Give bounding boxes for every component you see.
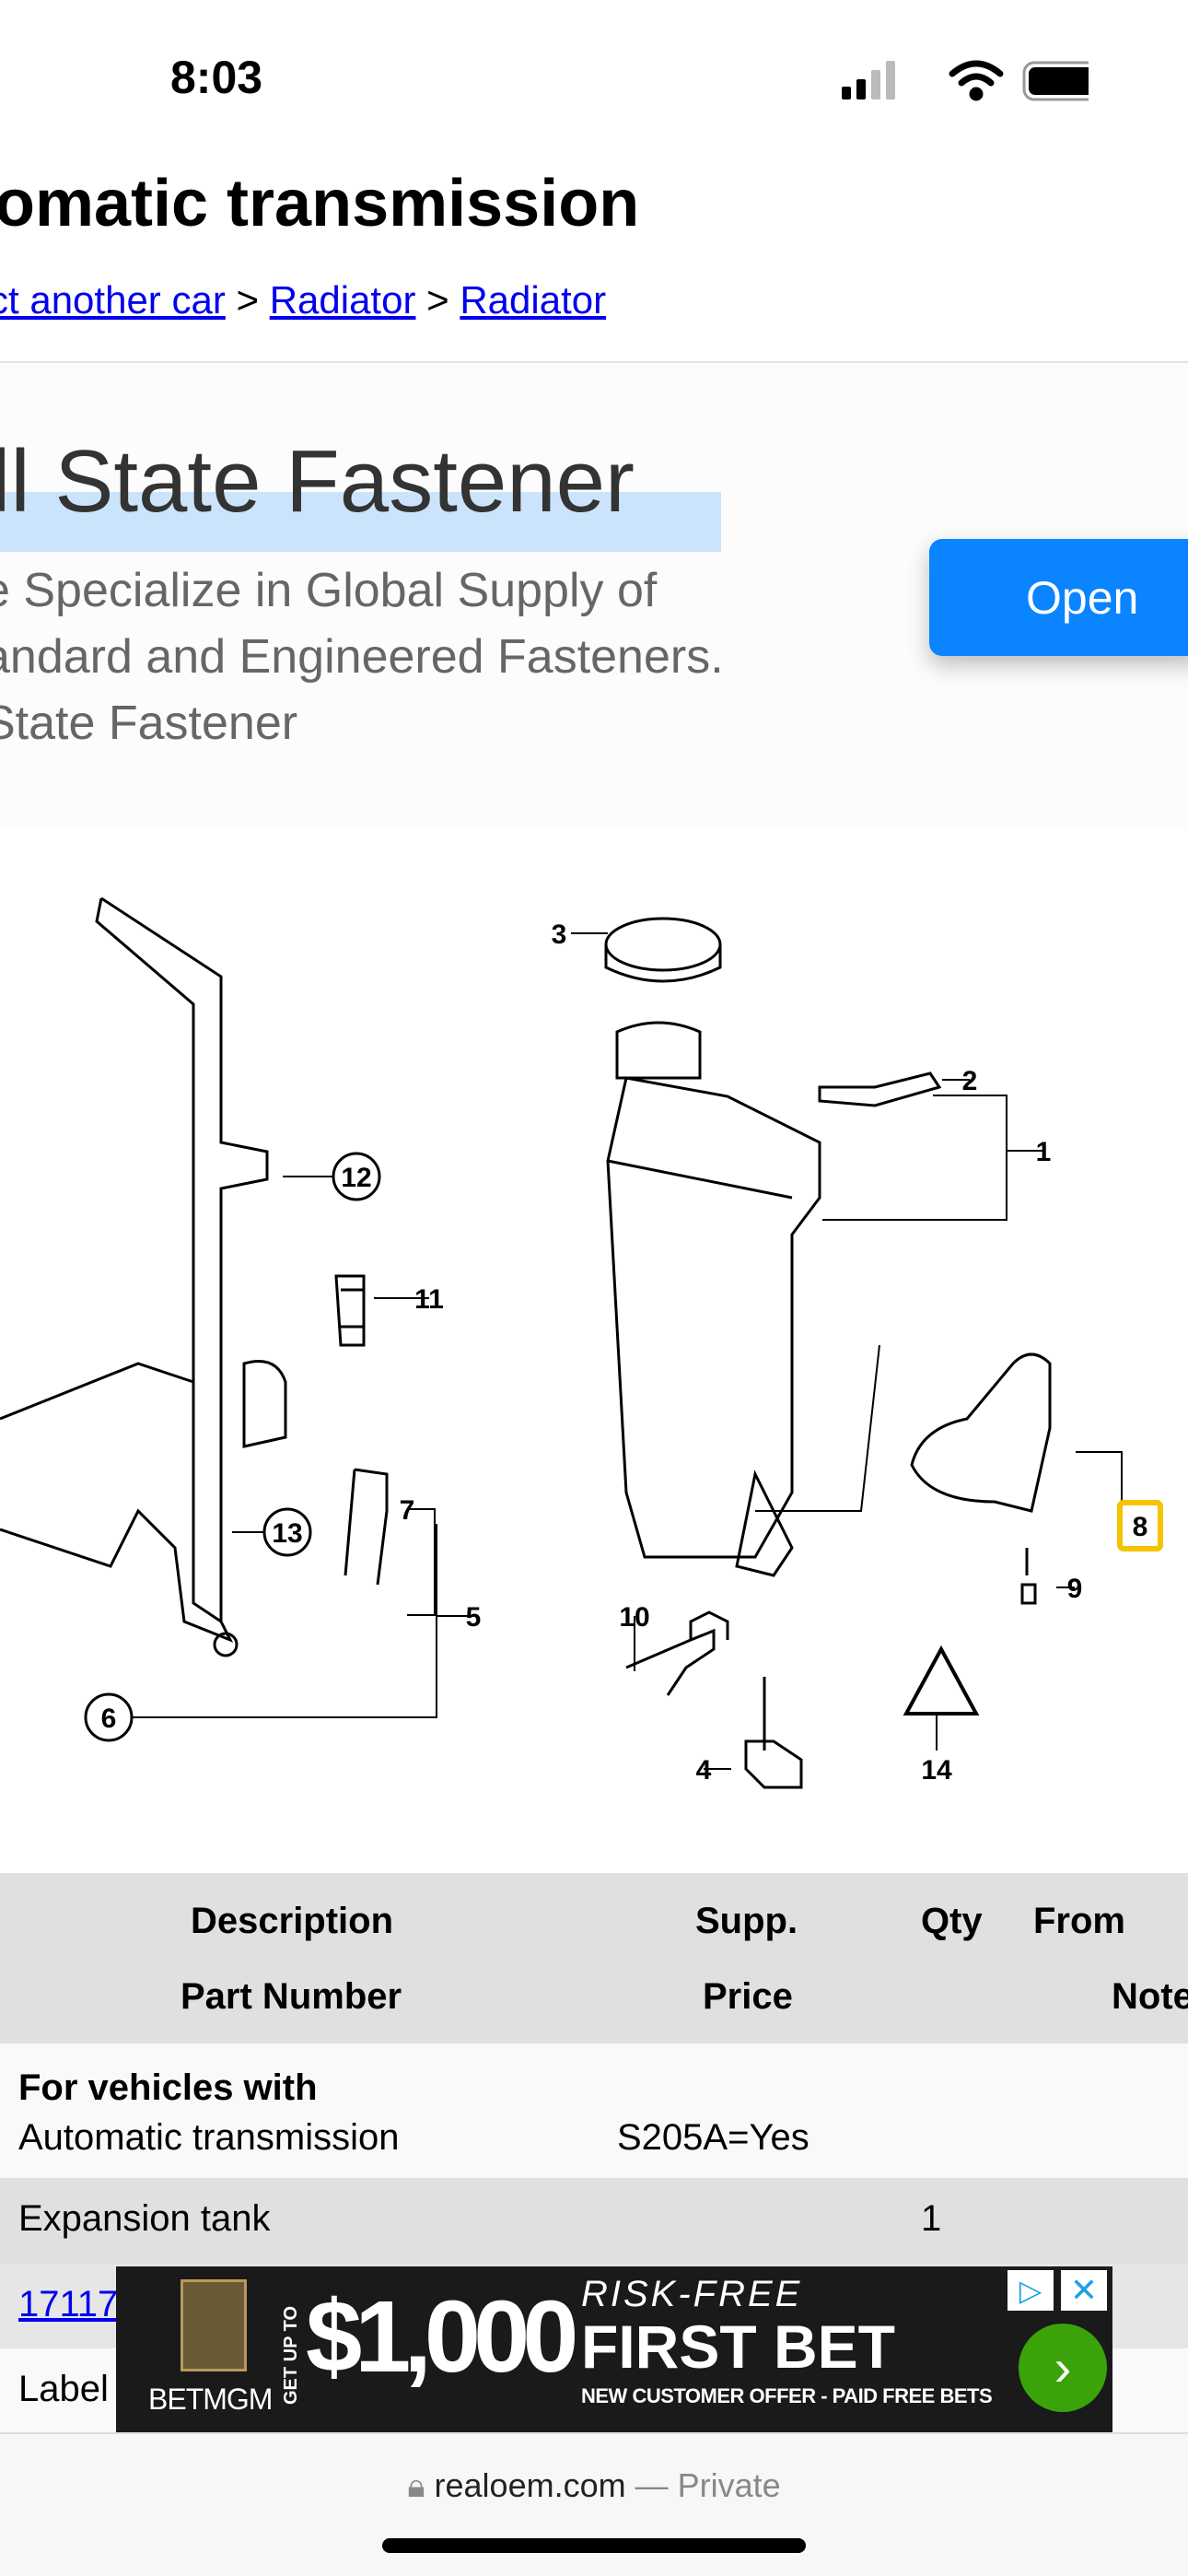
ad-first-bet: FIRST BET bbox=[581, 2313, 895, 2381]
row-group-title: For vehicles with bbox=[18, 2067, 318, 2108]
callout-9[interactable]: 9 bbox=[1067, 1574, 1083, 1604]
betmgm-ad[interactable]: BETMGM GET UP TO $1,000 RISK-FREE FIRST … bbox=[116, 2266, 1112, 2432]
home-indicator[interactable] bbox=[382, 2538, 806, 2553]
ad-title[interactable]: ll State Fastener bbox=[0, 432, 635, 531]
callout-10[interactable]: 10 bbox=[619, 1602, 649, 1633]
header-qty: Qty bbox=[921, 1901, 983, 1941]
header-part-number: Part Number bbox=[181, 1976, 402, 2017]
header-price: Price bbox=[703, 1976, 793, 2017]
radiator-bracket-drawing bbox=[0, 896, 389, 1657]
header-description: Description bbox=[191, 1901, 394, 1941]
status-icons bbox=[842, 60, 1089, 101]
text-selection-highlight bbox=[0, 492, 721, 552]
table-row: Expansion tank 1 bbox=[0, 2178, 1188, 2264]
page-title: tomatic transmission bbox=[0, 167, 640, 240]
ad-get-up-to: GET UP TO bbox=[281, 2305, 301, 2405]
ad-arrow-button[interactable]: › bbox=[1019, 2324, 1107, 2412]
private-label: — Private bbox=[635, 2466, 781, 2504]
callout-8[interactable]: 8 bbox=[1133, 1512, 1148, 1542]
ad-offer: NEW CUSTOMER OFFER - PAID FREE BETS bbox=[581, 2384, 993, 2407]
callout-14[interactable]: 14 bbox=[921, 1755, 952, 1786]
callout-1[interactable]: 1 bbox=[1036, 1137, 1052, 1167]
ad-open-button[interactable]: Open bbox=[929, 539, 1188, 656]
ad-brand: BETMGM bbox=[148, 2383, 273, 2416]
header-from: From bbox=[1033, 1901, 1125, 1941]
ad-close-icon[interactable]: ✕ bbox=[1061, 2270, 1107, 2311]
breadcrumb: ct another car > Radiator > Radiator bbox=[0, 278, 606, 322]
cell-supp: S205A=Yes bbox=[617, 2117, 809, 2158]
breadcrumb-radiator-sub[interactable]: Radiator bbox=[460, 278, 607, 322]
wifi-icon bbox=[949, 60, 1004, 101]
ad-risk-free: RISK-FREE bbox=[581, 2274, 803, 2314]
table-row: For vehicles with Automatic transmission… bbox=[0, 2043, 1188, 2178]
signal-icon bbox=[842, 61, 895, 100]
expansion-tank-drawing bbox=[604, 917, 1052, 1789]
divider bbox=[0, 361, 1188, 363]
cell-description: Label bbox=[18, 2369, 109, 2409]
callout-11[interactable]: 11 bbox=[414, 1284, 444, 1315]
url-domain: realoem.com bbox=[434, 2466, 626, 2504]
ad-line: andard and Engineered Fasteners. bbox=[0, 630, 724, 684]
ad-line: State Fastener bbox=[0, 697, 298, 750]
leader-lines bbox=[133, 932, 1140, 1770]
lock-icon: 🔒︎ bbox=[407, 2466, 425, 2504]
part-number-link[interactable]: 17117 bbox=[18, 2284, 119, 2324]
callout-7[interactable]: 7 bbox=[400, 1495, 415, 1526]
callout-12[interactable]: 12 bbox=[341, 1163, 371, 1193]
callouts: 3 2 1 12 11 13 7 5 6 8 9 10 4 14 bbox=[84, 919, 1163, 1786]
header-supp: Supp. bbox=[695, 1901, 798, 1941]
breadcrumb-select-car[interactable]: ct another car bbox=[0, 278, 226, 322]
cell-qty: 1 bbox=[921, 2198, 942, 2239]
betmgm-lion-logo bbox=[181, 2279, 247, 2371]
cell-description: Expansion tank bbox=[18, 2198, 271, 2239]
callout-4[interactable]: 4 bbox=[696, 1755, 712, 1786]
cell-description: Automatic transmission bbox=[18, 2117, 400, 2158]
callout-3[interactable]: 3 bbox=[552, 919, 567, 950]
table-header-row: Description Supp. Qty From bbox=[0, 1873, 1188, 1958]
header-note: Note bbox=[1112, 1976, 1188, 2017]
callout-2[interactable]: 2 bbox=[962, 1066, 978, 1096]
parts-diagram: 3 2 1 12 11 13 7 5 6 8 9 10 4 14 bbox=[0, 896, 1163, 1789]
callout-5[interactable]: 5 bbox=[466, 1602, 482, 1633]
callout-13[interactable]: 13 bbox=[272, 1518, 302, 1549]
url-display[interactable]: 🔒︎ realoem.com — Private bbox=[0, 2466, 1188, 2506]
table-header-row: Part Number Price Note bbox=[0, 1958, 1188, 2043]
callout-6[interactable]: 6 bbox=[101, 1704, 117, 1734]
ad-amount: $1,000 bbox=[306, 2280, 578, 2394]
battery-icon bbox=[1022, 61, 1089, 101]
status-time: 8:03 bbox=[170, 52, 263, 103]
breadcrumb-radiator[interactable]: Radiator bbox=[269, 278, 416, 322]
adchoices-icon[interactable]: ▷ bbox=[1007, 2270, 1054, 2311]
ad-line: e Specialize in Global Supply of bbox=[0, 564, 658, 617]
browser-address-bar[interactable]: 🔒︎ realoem.com — Private bbox=[0, 2432, 1188, 2576]
